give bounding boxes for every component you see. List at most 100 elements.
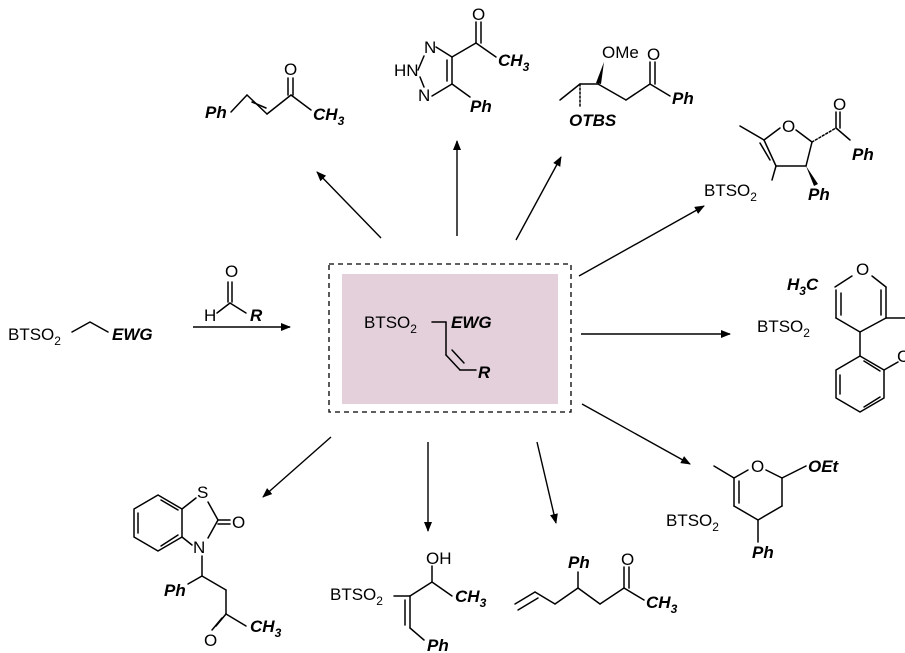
aldol-otbs: OTBS <box>569 111 617 130</box>
dhp-ph: Ph <box>752 543 774 562</box>
methylene-bond <box>71 321 109 333</box>
sulfone-label: BTSO2 <box>8 325 61 348</box>
pyran-btso: BTSO2 <box>757 317 810 340</box>
product-aldol: OMe O Ph OTBS <box>559 43 694 130</box>
allyl-b2 <box>409 581 433 597</box>
hex-me <box>623 587 645 601</box>
dhf-so2-bond <box>771 165 777 181</box>
dhf-o: O <box>782 117 795 136</box>
dhp-r1 <box>733 469 749 479</box>
btz-ph: Ph <box>164 581 186 600</box>
triazole-ph: Ph <box>470 97 492 116</box>
enone-ph: Ph <box>205 103 227 122</box>
arrow-to-dihydrofuran <box>578 205 705 277</box>
aldehyde-h: H <box>204 306 216 325</box>
dhf-r2 <box>795 129 813 143</box>
dhf-ph: Ph <box>808 185 830 204</box>
btz-c-n <box>207 519 219 539</box>
product-hexenone: O CH3 Ph <box>514 550 678 616</box>
dhp-btso: BTSO2 <box>666 511 719 534</box>
dhf-ph-bond <box>835 127 851 141</box>
triazole-n1: N <box>424 38 436 57</box>
btz-s-bond <box>181 497 197 510</box>
triazole-n3: N <box>418 86 430 105</box>
dhf-ketone-o: O <box>833 95 846 114</box>
btz-o: O <box>232 513 245 532</box>
aldehyde-o: O <box>225 262 238 281</box>
arrow-to-hexenone <box>536 441 558 524</box>
allyl-ch3: CH3 <box>455 587 487 610</box>
alkene-bond <box>445 354 461 371</box>
dhf-hash <box>811 127 837 143</box>
central-r-label: R <box>478 363 491 382</box>
pyran-cl-bond <box>883 361 899 371</box>
dhf-me <box>739 125 765 141</box>
btz-s: S <box>197 483 208 502</box>
hex-o: O <box>621 550 634 569</box>
arrow-to-aldol <box>515 156 562 241</box>
enone-o: O <box>284 60 297 79</box>
triazole-r1 <box>435 46 453 58</box>
aldol-ph: Ph <box>672 89 694 108</box>
dhp-oet: OEt <box>808 457 840 476</box>
triazole-r3 <box>431 83 453 97</box>
aldehyde-r: R <box>250 306 263 325</box>
hex-ch3: CH3 <box>646 593 678 616</box>
hex-b1 <box>534 591 556 605</box>
pyran-r1 <box>834 275 853 288</box>
allyl-btso: BTSO2 <box>330 585 383 608</box>
dhf-r1 <box>763 127 781 141</box>
dhf-r5 <box>763 139 777 167</box>
dhf-r5-double <box>759 142 771 161</box>
pyran-cl: C <box>897 347 905 366</box>
h-bond <box>216 302 231 314</box>
btz-ketone-2 <box>211 617 223 631</box>
product-triazole: N HN N O CH3 Ph <box>394 5 530 116</box>
dhf-wedge <box>806 166 818 186</box>
aldehyde-reagent: O H R <box>204 262 263 325</box>
hex-vinyl-2 <box>517 597 539 611</box>
triazole-acyl <box>451 42 477 58</box>
btz-n: N <box>193 538 205 557</box>
triazole-ch3: CH3 <box>498 51 530 74</box>
arrow-to-enone <box>316 171 382 239</box>
hex-b2 <box>554 587 579 605</box>
btz-double2 <box>160 534 179 547</box>
pyran-o: O <box>856 260 869 279</box>
dhp-r4 <box>757 505 783 521</box>
allyl-me <box>431 581 453 597</box>
allyl-oh: OH <box>426 549 452 568</box>
enone-ch3: CH3 <box>313 105 345 128</box>
central-alkene: BTSO2 EWG R <box>364 313 492 382</box>
product-enone: Ph O CH3 <box>205 60 345 128</box>
dhp-me <box>713 465 735 479</box>
enone-b4 <box>290 94 312 111</box>
aldol-wedge <box>596 62 604 84</box>
triazole-ph-bond <box>451 83 471 98</box>
hex-vinyl <box>514 591 536 605</box>
r-bond <box>229 302 247 314</box>
product-allylic-alcohol: BTSO2 OH CH3 Ph <box>330 549 487 653</box>
btz-ketone-o: O <box>204 631 217 650</box>
btz-double3 <box>160 499 179 511</box>
triazole-r4 <box>417 55 425 71</box>
alkene-bond-2 <box>451 349 465 364</box>
dhp-oet-bond <box>781 465 807 479</box>
pyran-aryl-double2 <box>863 396 881 408</box>
triazole-me <box>475 42 497 58</box>
product-benzothiazolone: S O N Ph O CH3 <box>133 483 282 650</box>
triazole-hn: HN <box>394 61 419 80</box>
aldol-ph-bond <box>649 83 671 97</box>
arrow-to-benzothiazolone <box>262 436 332 498</box>
hex-ph: Ph <box>568 553 590 572</box>
central-ewg-label: EWG <box>451 313 492 332</box>
triazole-o: O <box>472 5 485 24</box>
dhf-r3 <box>805 141 813 167</box>
dhf-ketone-ph: Ph <box>852 145 874 164</box>
hex-b4 <box>599 587 625 605</box>
dhf-btso: BTSO2 <box>704 181 757 204</box>
product-pyran: H3C O BTSO2 C <box>757 260 905 413</box>
dhp-r2 <box>765 469 783 479</box>
product-dihydrofuran: O O Ph Ph BTSO2 <box>704 95 874 204</box>
